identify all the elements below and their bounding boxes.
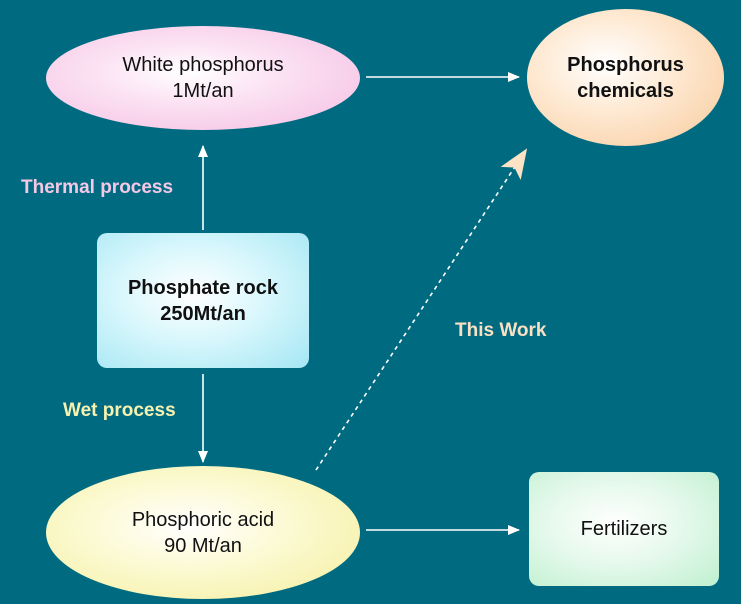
dashed-arrow-this-work — [315, 148, 528, 471]
phosphoric-acid-node: Phosphoric acid 90 Mt/an — [46, 466, 360, 599]
phosphate-rock-name: Phosphate rock — [127, 276, 279, 299]
white-phosphorus-amount: 1Mt/an — [172, 80, 234, 102]
white-phosphorus-node: White phosphorus 1Mt/an — [46, 26, 360, 130]
phosphorus-chemicals-line1: Phosphorus — [567, 53, 684, 76]
white-phosphorus-name: White phosphorus — [122, 54, 284, 76]
wet-process-label: Wet process — [63, 400, 176, 421]
phosphoric-acid-name: Phosphoric acid — [131, 508, 275, 531]
phosphate-rock-node: Phosphate rock 250Mt/an — [97, 233, 309, 368]
phosphoric-acid-amount: 90 Mt/an — [164, 534, 242, 557]
this-work-label: This Work — [455, 320, 547, 341]
phosphorus-chemicals-line2: chemicals — [577, 79, 674, 102]
phosphate-rock-amount: 250Mt/an — [160, 302, 246, 325]
phosphorus-chemicals-node: Phosphorus chemicals — [527, 9, 724, 146]
thermal-process-label: Thermal process — [21, 177, 174, 198]
fertilizers-node: Fertilizers — [529, 472, 719, 586]
fertilizers-name: Fertilizers — [580, 518, 668, 540]
